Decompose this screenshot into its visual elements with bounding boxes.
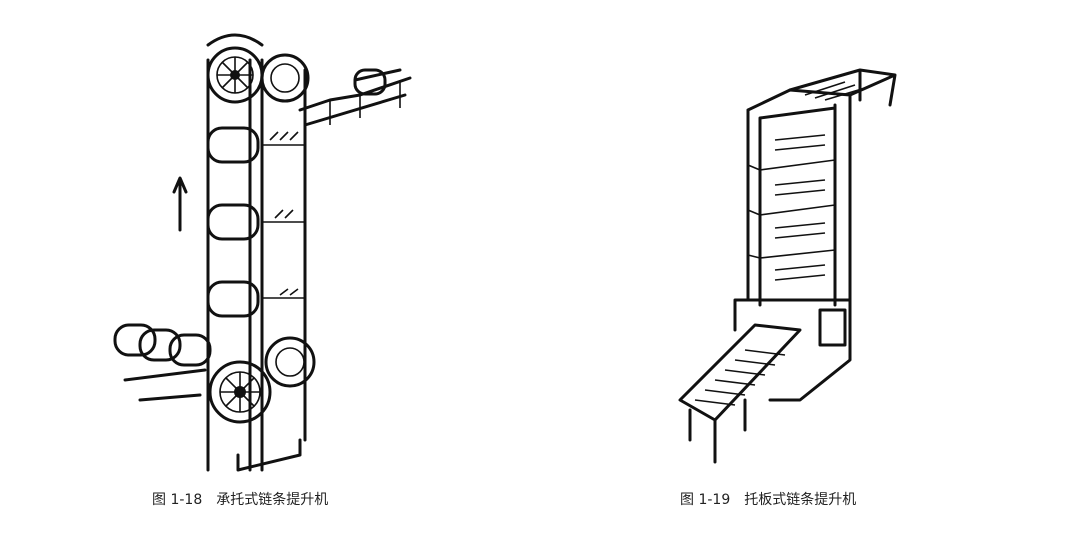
slat-chain-elevator-drawing	[678, 68, 897, 464]
figure-title: 承托式链条提升机	[216, 492, 329, 508]
figure-number: 图 1-18	[152, 492, 203, 508]
figure-number: 图 1-19	[680, 492, 731, 508]
carrier-chain-elevator-drawing	[113, 33, 412, 472]
figure-caption-1-19: 图 1-19 托板式链条提升机	[680, 489, 870, 509]
figure-title: 托板式链条提升机	[744, 492, 857, 508]
figure-caption-1-18: 图 1-18 承托式链条提升机	[152, 489, 342, 509]
